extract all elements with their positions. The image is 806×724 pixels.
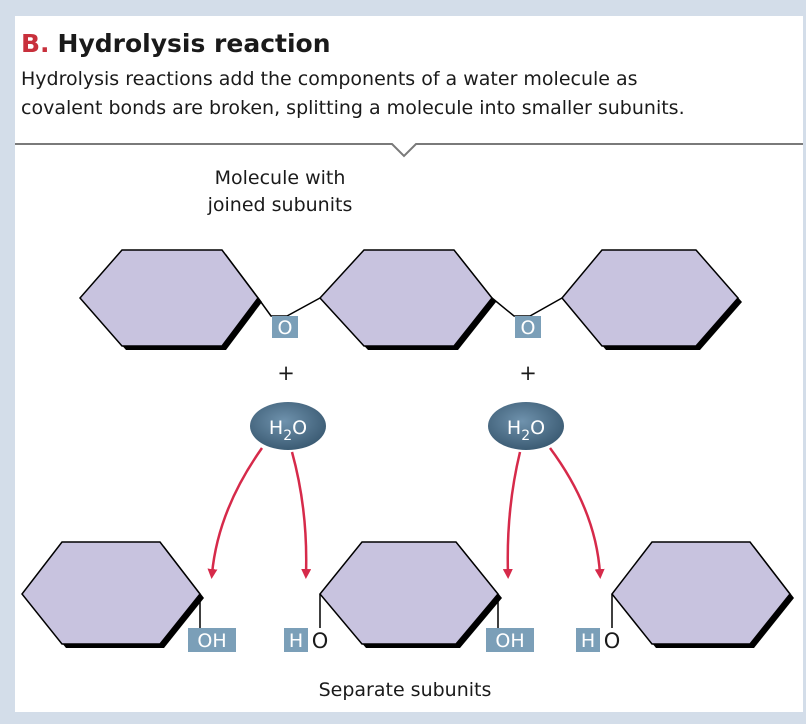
arrow-oh-2 (502, 451, 522, 579)
top-label-line-1: Molecule with (214, 167, 346, 189)
top-label-line-2: joined subunits (207, 194, 353, 216)
oxygen-label-2: O (521, 317, 536, 339)
oxygen-label-1: O (278, 317, 293, 339)
o-label-2: O (604, 629, 621, 653)
oxygen-box-1: O (272, 316, 298, 339)
arrow-oh-1 (207, 447, 264, 579)
separator-line (15, 143, 803, 158)
h-label-1: H (289, 630, 303, 652)
description-line-2: covalent bonds are broken, splitting a m… (21, 97, 685, 119)
joined-subunit-3 (561, 249, 742, 350)
ho-group-1: H O (284, 628, 328, 653)
arrow-h-2 (548, 447, 605, 579)
h-label-2: H (581, 630, 595, 652)
joined-subunit-2 (318, 249, 496, 350)
top-label: Molecule with joined subunits (180, 165, 380, 219)
svg-text:H2O: H2O (269, 417, 307, 444)
separate-subunit-2 (319, 541, 502, 648)
section-title: Hydrolysis reaction (57, 29, 331, 58)
bond-link-2 (491, 297, 563, 317)
plus-sign-2: + (519, 361, 537, 385)
separate-subunit-3 (611, 541, 794, 648)
arrows (207, 447, 605, 579)
separate-subunit-1 (21, 541, 204, 648)
description-line-1: Hydrolysis reactions add the components … (21, 68, 638, 90)
bottom-label: Separate subunits (318, 679, 492, 701)
arrow-h-1 (290, 451, 312, 579)
water-molecule-2: H2O (488, 402, 564, 450)
oh-label-1: OH (197, 630, 226, 652)
svg-text:H2O: H2O (507, 417, 545, 444)
plus-sign-1: + (277, 361, 295, 385)
section-description: Hydrolysis reactions add the components … (21, 65, 801, 123)
section-letter: B. (21, 29, 50, 58)
joined-subunit-1 (79, 249, 262, 350)
o-label-1: O (312, 629, 329, 653)
water-molecule-1: H2O (250, 402, 326, 450)
ho-group-2: H O (576, 628, 620, 653)
oh-box-2: OH (486, 628, 534, 652)
oh-label-2: OH (495, 630, 524, 652)
bond-link-1 (257, 297, 321, 317)
oh-box-1: OH (188, 628, 236, 652)
section-heading: B. Hydrolysis reaction (21, 30, 331, 58)
oxygen-box-2: O (515, 316, 541, 339)
